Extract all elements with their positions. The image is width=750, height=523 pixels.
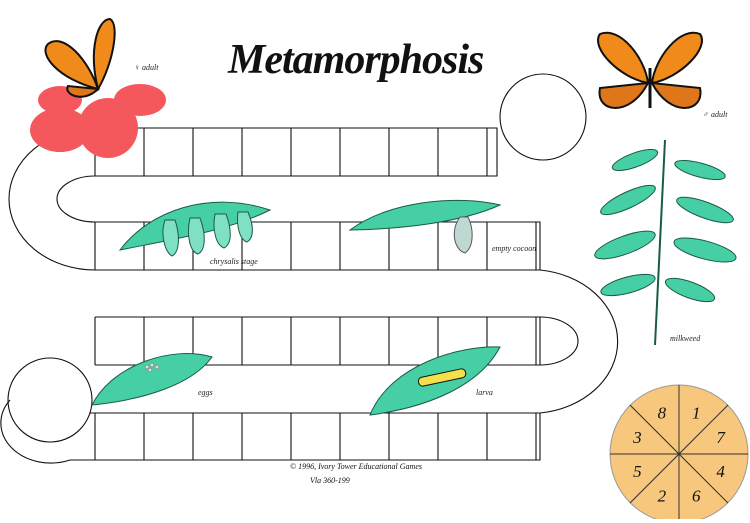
label-empty-cocoon: empty cocoon (492, 244, 537, 253)
milkweed-plant (594, 139, 737, 346)
product-code: Vla 360-199 (310, 476, 350, 485)
spinner-number: 5 (633, 462, 642, 481)
track-row-2 (95, 221, 541, 271)
label-milkweed: milkweed (670, 334, 701, 343)
track-end-top-right (499, 73, 587, 161)
butterfly-male (597, 31, 703, 109)
track-turn-right (539, 269, 619, 414)
spinner-number: 2 (658, 487, 667, 506)
spinner[interactable]: 17 46 25 38 (609, 384, 749, 523)
track-row-4 (70, 412, 541, 461)
track-end-bottom-left (7, 357, 93, 443)
spinner-number: 1 (692, 403, 701, 422)
larva-leaf (369, 346, 501, 416)
chrysalis-leaf (118, 201, 272, 257)
label-adult-female: ♀ adult (134, 63, 159, 72)
label-eggs: eggs (198, 388, 213, 397)
spinner-number: 4 (716, 462, 725, 481)
butterfly-female (44, 17, 116, 98)
flower (30, 84, 166, 158)
empty-cocoon-leaf (348, 199, 502, 254)
track-row-1 (95, 127, 498, 177)
track-row-3 (95, 316, 541, 366)
spinner-number: 3 (632, 428, 642, 447)
copyright: © 1996, Ivory Tower Educational Games (290, 462, 422, 471)
label-chrysalis: chrysalis stage (210, 257, 258, 266)
spinner-number: 7 (716, 428, 726, 447)
eggs-leaf (91, 353, 213, 406)
label-larva: larva (476, 388, 493, 397)
page-title: Metamorphosis (228, 37, 484, 83)
label-adult-male: ♂ adult (703, 110, 728, 119)
spinner-number: 6 (692, 487, 701, 506)
spinner-number: 8 (658, 403, 667, 422)
